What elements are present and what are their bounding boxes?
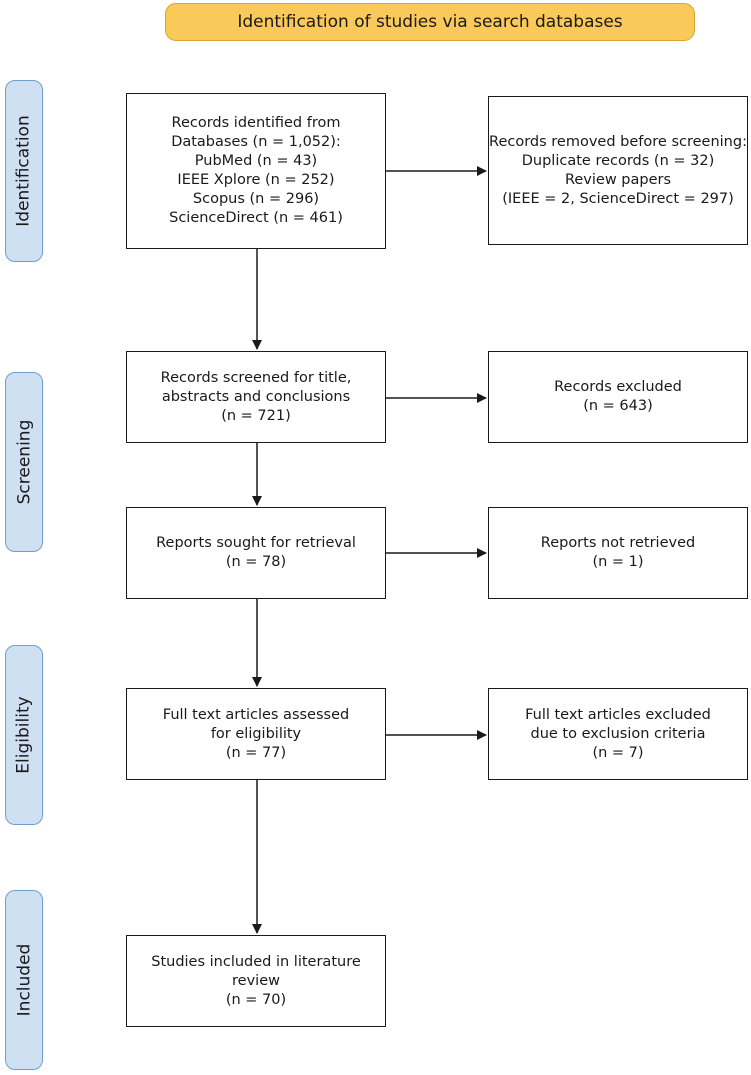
box-line: Reports sought for retrieval: [156, 535, 356, 551]
box-line: (n = 643): [583, 398, 653, 414]
box-line: (n = 721): [221, 407, 291, 424]
records-removed-box: Records removed before screening: Duplic…: [488, 96, 748, 245]
box-line: Review papers: [564, 171, 672, 188]
box-line: Records identified from: [171, 115, 341, 131]
box-line: Scopus (n = 296): [192, 191, 320, 207]
reports-not-retrieved-box: Reports not retrieved (n = 1): [488, 507, 748, 599]
reports-sought-box: Reports sought for retrieval (n = 78): [126, 507, 386, 599]
box-line: Records excluded: [554, 379, 682, 395]
box-line: Records removed before screening:: [489, 133, 747, 150]
box-line: Duplicate records (n = 32): [521, 152, 715, 169]
box-line: Full text articles excluded: [525, 706, 711, 723]
box-line: (IEEE = 2, ScienceDirect = 297): [502, 190, 734, 207]
full-text-excluded-box: Full text articles excluded due to exclu…: [488, 688, 748, 780]
box-line: (n = 78): [225, 554, 287, 570]
records-identified-box: Records identified from Databases (n = 1…: [126, 93, 386, 249]
box-line: (n = 1): [592, 554, 644, 570]
records-screened-box: Records screened for title, abstracts an…: [126, 351, 386, 443]
box-line: (n = 7): [592, 744, 644, 761]
phase-screening: Screening: [5, 372, 43, 552]
studies-included-box: Studies included in literature review (n…: [126, 935, 386, 1027]
box-line: for eligibility: [210, 725, 302, 742]
box-line: (n = 70): [225, 991, 287, 1008]
box-line: IEEE Xplore (n = 252): [177, 172, 335, 188]
box-line: (n = 77): [225, 744, 287, 761]
phase-included: Included: [5, 890, 43, 1070]
records-excluded-box: Records excluded (n = 643): [488, 351, 748, 443]
header-banner: Identification of studies via search dat…: [165, 3, 695, 41]
box-line: PubMed (n = 43): [194, 153, 318, 169]
box-line: due to exclusion criteria: [530, 725, 706, 742]
box-line: Studies included in literature: [151, 953, 361, 970]
box-line: Full text articles assessed: [162, 706, 350, 723]
box-line: Records screened for title,: [160, 369, 352, 386]
box-line: abstracts and conclusions: [161, 388, 351, 405]
header-title: Identification of studies via search dat…: [237, 12, 623, 32]
box-line: ScienceDirect (n = 461): [169, 210, 343, 226]
full-text-assessed-box: Full text articles assessed for eligibil…: [126, 688, 386, 780]
box-line: Databases (n = 1,052):: [171, 134, 341, 150]
box-line: review: [232, 972, 280, 989]
box-line: Reports not retrieved: [540, 535, 696, 551]
phase-eligibility: Eligibility: [5, 645, 43, 825]
phase-identification: Identification: [5, 80, 43, 262]
